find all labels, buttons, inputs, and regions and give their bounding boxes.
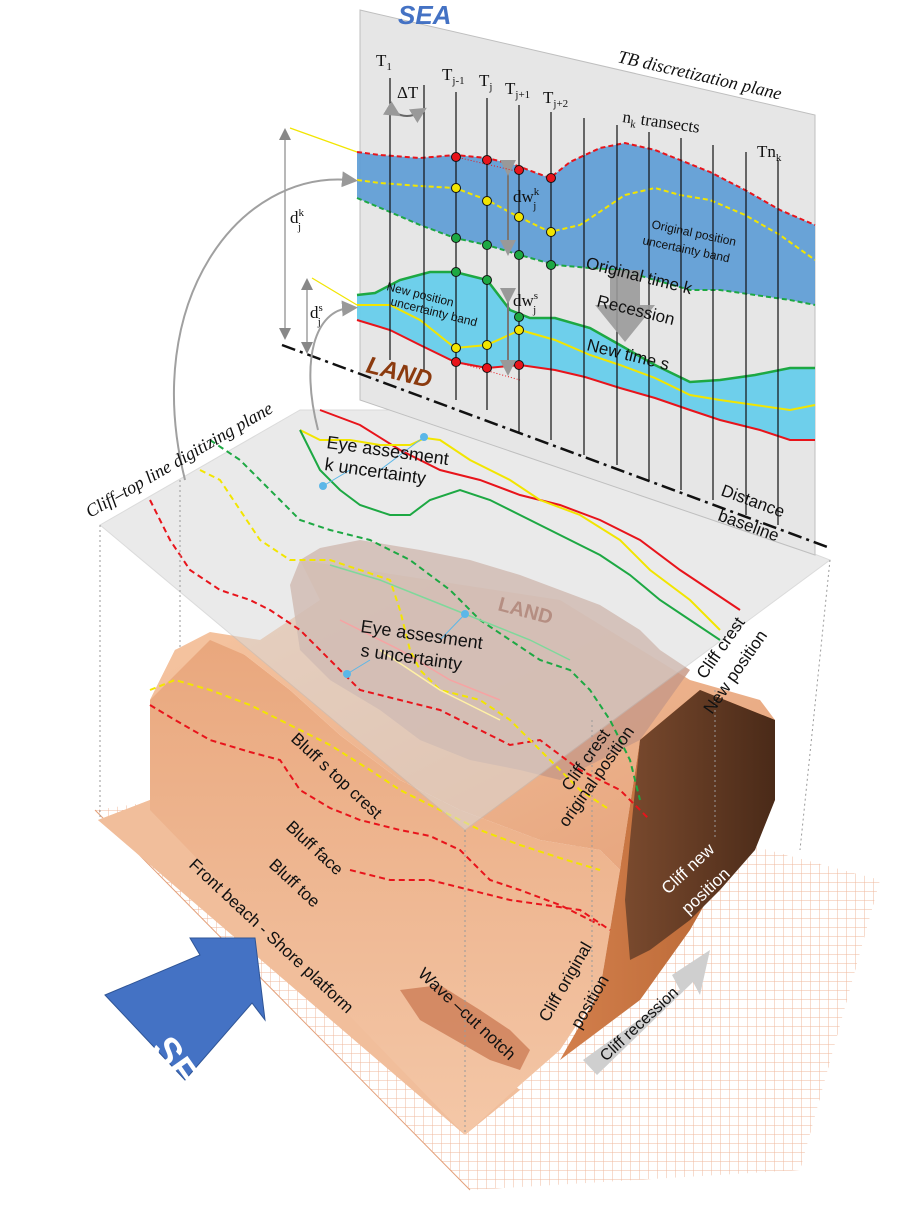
bluff-face-surface [150,635,620,1135]
new-red-solid [356,319,815,441]
label-tj: Tj [479,71,492,93]
cliff-recession-arrow [583,950,710,1075]
original-green-dashed [356,197,816,306]
new-uncertainty-band [357,272,815,440]
label-delta-t: ΔT [397,83,419,102]
label-tjm1: Tj-1 [442,65,465,87]
original-yellow-dashed [356,179,816,261]
label-tjp2: Tj+2 [543,88,568,110]
label-t1: T1 [376,51,392,73]
wave-cut-notch [400,985,530,1070]
distance-baseline [281,343,831,550]
plane-green-dashed-1 [209,439,641,801]
plane-yellow-solid [299,429,721,631]
new-green-solid [356,270,815,384]
bluff-base-line [349,869,611,931]
sea-arrow [104,937,266,1081]
tb-plane-surface [359,9,816,556]
plane-green-solid [299,429,721,641]
original-uncertainty-band [357,143,815,305]
bluff-crest-line [149,678,601,871]
sea-label-top: SEA [398,0,451,30]
projection-lines [99,480,831,1135]
original-red-dashed [356,141,816,226]
delta-t-arrow [382,100,427,124]
bluff-toe-line [149,704,601,926]
distance-arrows [279,127,831,550]
projection-curves [173,171,358,481]
digitizing-plane [99,409,832,831]
plane-yellow-dashed-1 [199,469,611,811]
plane-red-dashed-1 [149,499,651,821]
recession-arrow [595,270,655,342]
label-tjp1: Tj+1 [505,79,530,101]
tb-plane [356,9,816,556]
transect-points [451,152,556,373]
label-tnk: Tnk [757,142,782,164]
new-yellow-solid [357,304,816,412]
cliff-new-side [625,690,775,960]
